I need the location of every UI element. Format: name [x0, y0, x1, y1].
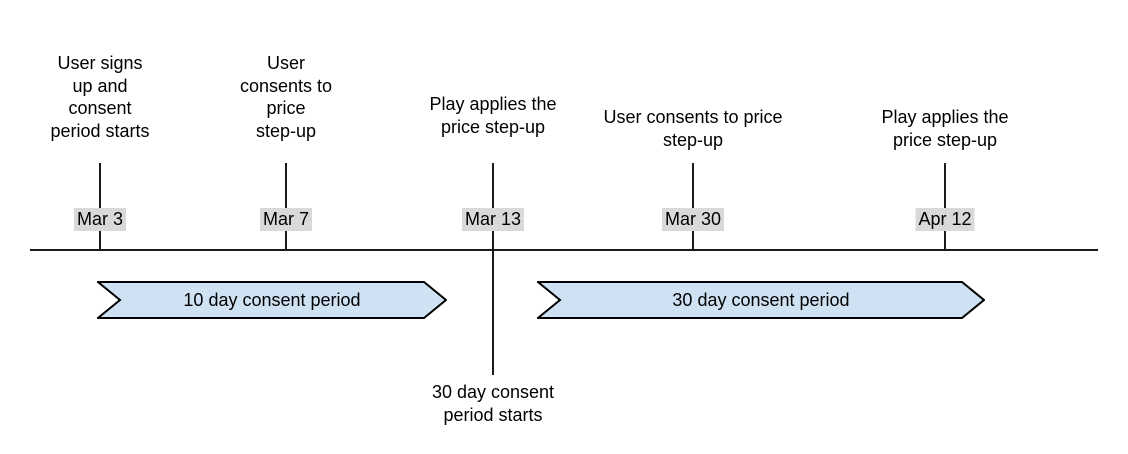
event-tick: [692, 163, 694, 249]
event-date-chip: Mar 7: [259, 208, 313, 231]
event-description: User signs up and consent period starts: [50, 53, 150, 141]
event-tick: [944, 163, 946, 249]
consent-period-arrow-10day: 10 day consent period: [97, 281, 447, 319]
event-date-chip: Apr 12: [915, 208, 975, 231]
arrow-shape: [97, 281, 447, 319]
event-description: Play applies the price step-up: [429, 94, 557, 137]
event-tick: [492, 163, 494, 375]
consent-period-arrow-30day: 30 day consent period: [537, 281, 985, 319]
event-date-chip: Mar 30: [661, 208, 725, 231]
event-date-chip: Mar 3: [73, 208, 127, 231]
event-description: Play applies the price step-up: [881, 107, 1009, 150]
event-description: User consents to price step-up: [603, 107, 783, 150]
event-tick: [99, 163, 101, 249]
timeline-axis: [30, 249, 1098, 251]
band-label: 10 day consent period: [183, 289, 361, 310]
band-label: 30 day consent period: [672, 289, 850, 310]
arrow-shape: [537, 281, 985, 319]
event-date-chip: Mar 13: [461, 208, 525, 231]
event-tick: [285, 163, 287, 249]
note-30day-period-starts: 30 day consent period starts: [431, 382, 555, 425]
event-description: User consents to price step-up: [239, 53, 333, 141]
